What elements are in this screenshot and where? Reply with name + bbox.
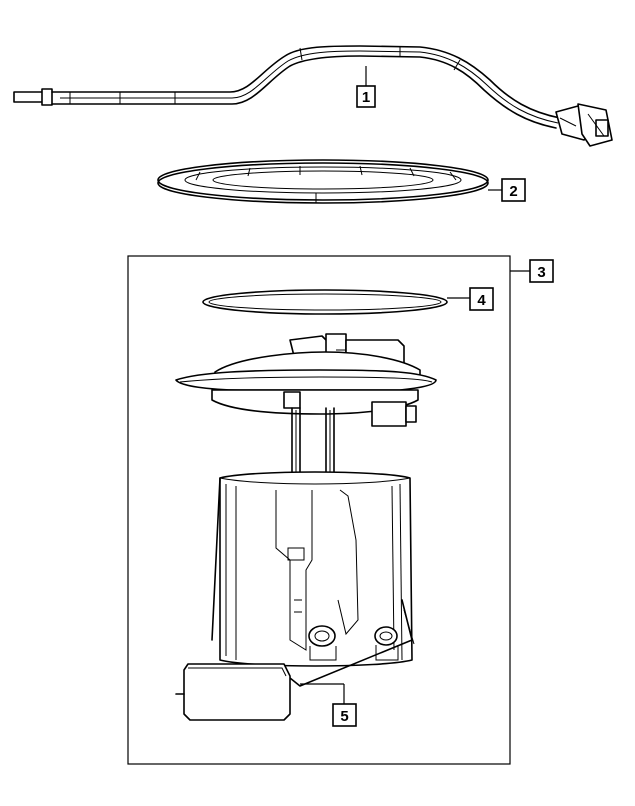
callout-5-label: 5 <box>340 708 348 725</box>
callout-1: 1 <box>356 85 376 108</box>
callout-2-label: 2 <box>509 183 517 200</box>
lock-ring <box>157 159 502 204</box>
fuel-pump-module <box>175 333 437 687</box>
wiring-harness <box>13 45 613 147</box>
callout-2: 2 <box>501 178 526 202</box>
callout-5: 5 <box>332 703 357 727</box>
assembly-frame <box>127 255 511 765</box>
callout-1-label: 1 <box>362 89 370 106</box>
seal-o-ring <box>202 289 470 315</box>
callout-4-label: 4 <box>477 292 486 309</box>
callout-3-label: 3 <box>537 264 545 281</box>
fuel-level-sensor <box>175 663 345 721</box>
callout-3: 3 <box>529 259 554 283</box>
callout-4: 4 <box>469 287 494 311</box>
